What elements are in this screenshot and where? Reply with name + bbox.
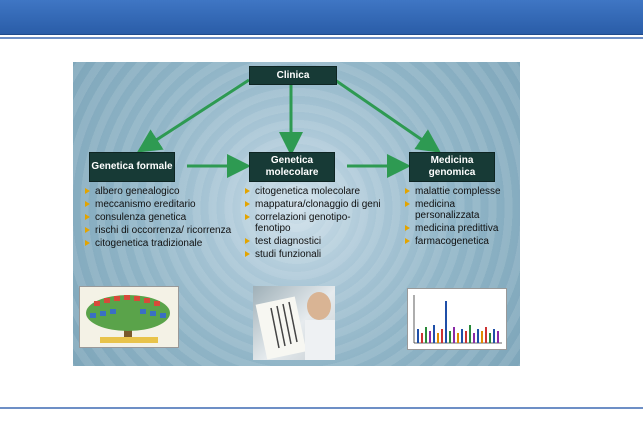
- list-item: citogenetica molecolare: [245, 186, 381, 197]
- list-item: malattie complesse: [405, 186, 515, 197]
- list-item: medicina personalizzata: [405, 199, 515, 221]
- manhattan-plot-graphic: [413, 295, 502, 344]
- bottom-divider: [0, 407, 643, 409]
- box-medicina-genomica: Medicina genomica: [409, 152, 495, 182]
- list-item: citogenetica tradizionale: [85, 238, 235, 249]
- pedigree-tree-image: [79, 286, 179, 348]
- list-item: medicina predittiva: [405, 223, 515, 234]
- list-item: rischi di occorrenza/ ricorrenza: [85, 225, 235, 236]
- manhattan-plot-image: [407, 288, 507, 350]
- list-item: studi funzionali: [245, 249, 381, 260]
- list-genetica-formale: albero genealogico meccanismo ereditario…: [85, 186, 235, 251]
- list-item: farmacogenetica: [405, 236, 515, 247]
- box-genetica-formale: Genetica formale: [89, 152, 175, 182]
- box-genetica-molecolare: Genetica molecolare: [249, 152, 335, 182]
- list-item: correlazioni genotipo-fenotipo: [245, 212, 381, 234]
- list-item: meccanismo ereditario: [85, 199, 235, 210]
- slide-image: Clinica Genetica formale Genetica moleco…: [73, 62, 520, 366]
- list-item: mappatura/clonaggio di geni: [245, 199, 381, 210]
- box-clinica: Clinica: [249, 66, 337, 85]
- list-medicina-genomica: malattie complesse medicina personalizza…: [405, 186, 515, 249]
- list-genetica-molecolare: citogenetica molecolare mappatura/clonag…: [245, 186, 381, 262]
- arrows-layer: [136, 78, 441, 178]
- researcher-photo: [253, 286, 335, 360]
- list-item: test diagnostici: [245, 236, 381, 247]
- header-bar: [0, 0, 643, 35]
- pedigree-tree-graphic: [80, 287, 178, 347]
- top-divider: [0, 37, 643, 39]
- list-item: albero genealogico: [85, 186, 235, 197]
- arrow-clinica-genomica: [334, 78, 441, 153]
- arrow-clinica-formale: [136, 78, 250, 153]
- list-item: consulenza genetica: [85, 212, 235, 223]
- researcher-photo-graphic: [255, 292, 335, 360]
